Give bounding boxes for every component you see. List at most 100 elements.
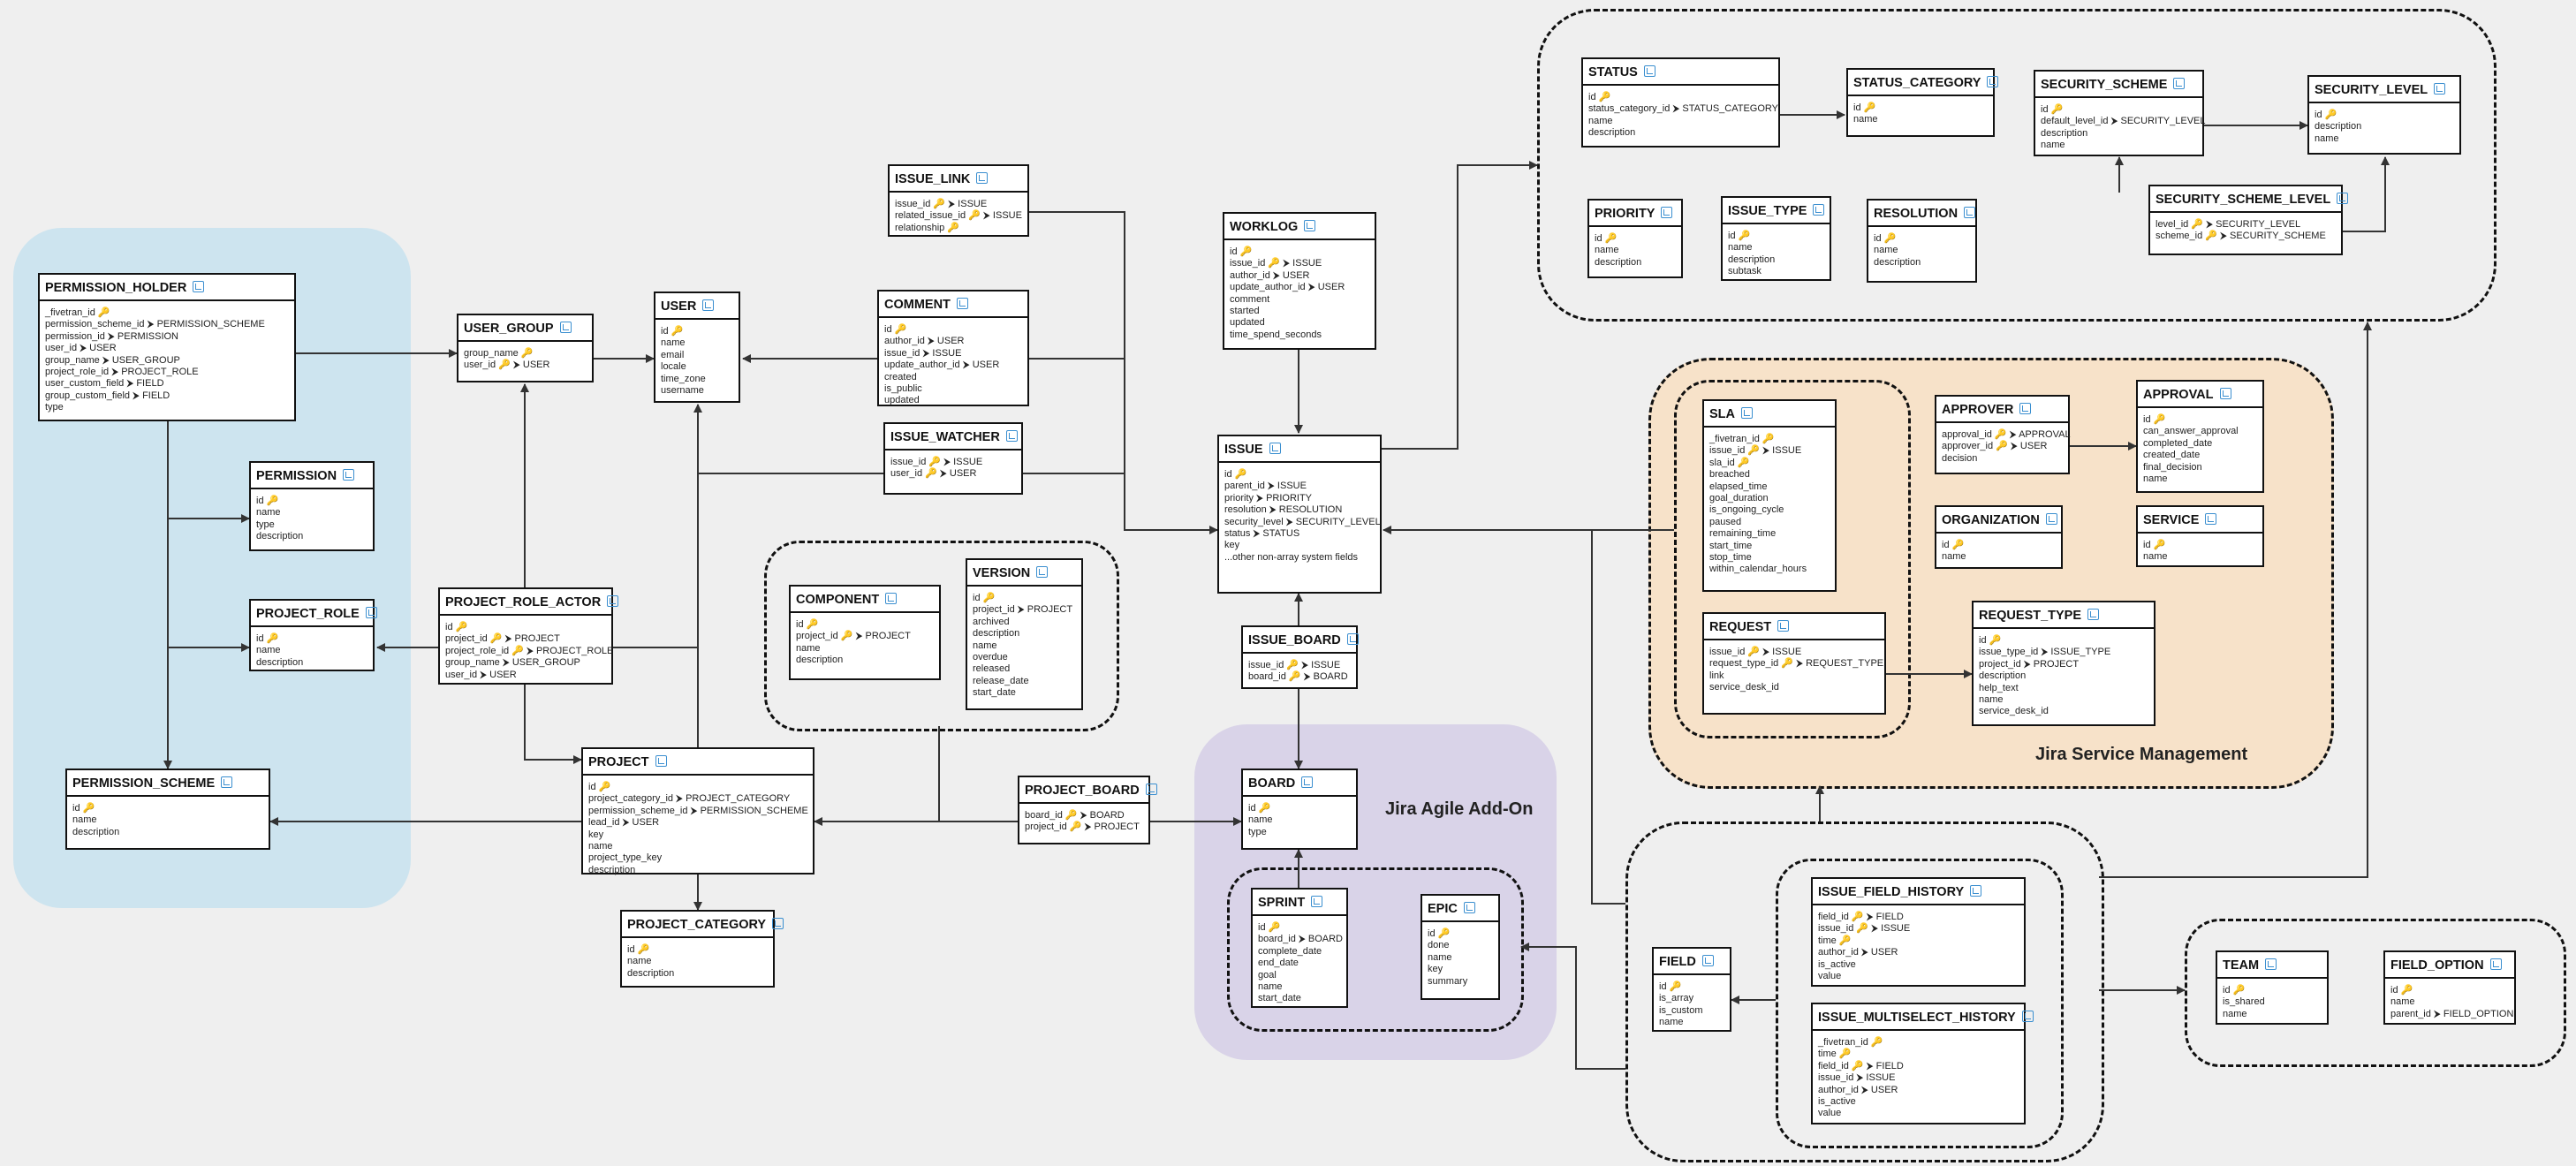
table-link-icon[interactable] bbox=[2434, 83, 2446, 95]
table-title: ORGANIZATION bbox=[1936, 507, 2061, 534]
field-row: is_array bbox=[1659, 993, 1694, 1004]
table-link-icon[interactable] bbox=[1701, 955, 1714, 966]
field-row: board_id ⮞ BOARD bbox=[1258, 934, 1343, 945]
table-status[interactable]: STATUS id 🔑status_category_id ⮞ STATUS_C… bbox=[1581, 57, 1780, 148]
field-row: email bbox=[661, 349, 685, 360]
table-link-icon[interactable] bbox=[343, 469, 355, 481]
table-link-icon[interactable] bbox=[607, 595, 619, 607]
table-link-icon[interactable] bbox=[2021, 1011, 2034, 1022]
table-link-icon[interactable] bbox=[1005, 430, 1018, 442]
field-row: name bbox=[796, 642, 821, 654]
table-link-icon[interactable] bbox=[221, 776, 233, 788]
table-link-icon[interactable] bbox=[1964, 207, 1976, 218]
table-link-icon[interactable] bbox=[1741, 407, 1753, 419]
field-row: id 🔑 bbox=[2315, 110, 2337, 120]
table-link-icon[interactable] bbox=[1813, 204, 1825, 216]
field-row: scheme_id 🔑 ⮞ SECURITY_SCHEME bbox=[2156, 231, 2326, 242]
table-link-icon[interactable] bbox=[1987, 76, 1999, 87]
table-link-icon[interactable] bbox=[1777, 620, 1790, 632]
table-link-icon[interactable] bbox=[2219, 388, 2231, 399]
table-link-icon[interactable] bbox=[1145, 784, 1157, 795]
table-link-icon[interactable] bbox=[956, 298, 968, 309]
field-row: key bbox=[1224, 540, 1240, 551]
table-link-icon[interactable] bbox=[193, 281, 205, 292]
table-project-role-actor[interactable]: PROJECT_ROLE_ACTOR id 🔑project_id 🔑 ⮞ PR… bbox=[438, 587, 619, 685]
table-link-icon[interactable] bbox=[1301, 776, 1314, 788]
table-link-icon[interactable] bbox=[976, 172, 989, 184]
table-link-icon[interactable] bbox=[2489, 958, 2502, 970]
field-row: id 🔑 bbox=[72, 803, 95, 814]
field-row: name bbox=[1248, 814, 1273, 826]
table-link-icon[interactable] bbox=[1269, 443, 1281, 454]
field-row: can_answer_approval bbox=[2143, 426, 2239, 437]
table-link-icon[interactable] bbox=[1304, 220, 1316, 231]
table-security-scheme[interactable]: SECURITY_SCHEME id 🔑default_level_id ⮞ S… bbox=[2034, 70, 2206, 156]
table-link-icon[interactable] bbox=[1463, 902, 1475, 913]
table-service[interactable]: SERVICE id 🔑name bbox=[2136, 505, 2264, 567]
table-title: ISSUE_FIELD_HISTORY bbox=[1813, 879, 2024, 905]
table-title: STATUS_CATEGORY bbox=[1848, 70, 1999, 96]
field-row: id 🔑 bbox=[973, 593, 996, 603]
table-link-icon[interactable] bbox=[2173, 78, 2186, 89]
table-link-icon[interactable] bbox=[2265, 958, 2277, 970]
table-link-icon[interactable] bbox=[1311, 896, 1323, 907]
table-link-icon[interactable] bbox=[1643, 65, 1655, 77]
table-link-icon[interactable] bbox=[2337, 193, 2349, 204]
table-permission-holder[interactable]: PERMISSION_HOLDER _fivetran_id 🔑permissi… bbox=[38, 273, 296, 421]
table-link-icon[interactable] bbox=[1970, 885, 1982, 897]
table-link-icon[interactable] bbox=[655, 755, 667, 767]
table-link-icon[interactable] bbox=[1661, 207, 1673, 218]
table-status-category[interactable]: STATUS_CATEGORY id 🔑name bbox=[1846, 68, 1999, 137]
table-security-scheme-level[interactable]: SECURITY_SCHEME_LEVEL level_id 🔑 ⮞ SECUR… bbox=[2148, 185, 2349, 255]
table-link-icon[interactable] bbox=[1346, 633, 1359, 645]
table-link-icon[interactable] bbox=[2045, 513, 2057, 525]
table-link-icon[interactable] bbox=[2019, 403, 2032, 414]
table-project[interactable]: PROJECT id 🔑project_category_id ⮞ PROJEC… bbox=[581, 747, 814, 875]
table-link-icon[interactable] bbox=[559, 322, 572, 333]
table-link-icon[interactable] bbox=[772, 918, 784, 929]
field-row: group_name ⮞ USER_GROUP bbox=[45, 354, 180, 366]
table-issue-multiselect-history[interactable]: ISSUE_MULTISELECT_HISTORY _fivetran_id 🔑… bbox=[1811, 1003, 2034, 1124]
table-link-icon[interactable] bbox=[365, 607, 377, 618]
table-request-type[interactable]: REQUEST_TYPE id 🔑issue_type_id ⮞ ISSUE_T… bbox=[1972, 601, 2156, 726]
table-user-group[interactable]: USER_GROUP group_name 🔑user_id 🔑 ⮞ USER bbox=[457, 314, 594, 382]
table-link-icon[interactable] bbox=[1036, 566, 1049, 578]
field-row: name bbox=[256, 645, 281, 656]
table-link-icon[interactable] bbox=[2087, 609, 2100, 620]
table-link-icon[interactable] bbox=[2205, 513, 2217, 525]
table-link-icon[interactable] bbox=[702, 299, 715, 311]
table-title: ISSUE_TYPE bbox=[1723, 198, 1830, 224]
table-link-icon[interactable] bbox=[885, 593, 898, 604]
table-organization[interactable]: ORGANIZATION id 🔑name bbox=[1935, 505, 2063, 569]
